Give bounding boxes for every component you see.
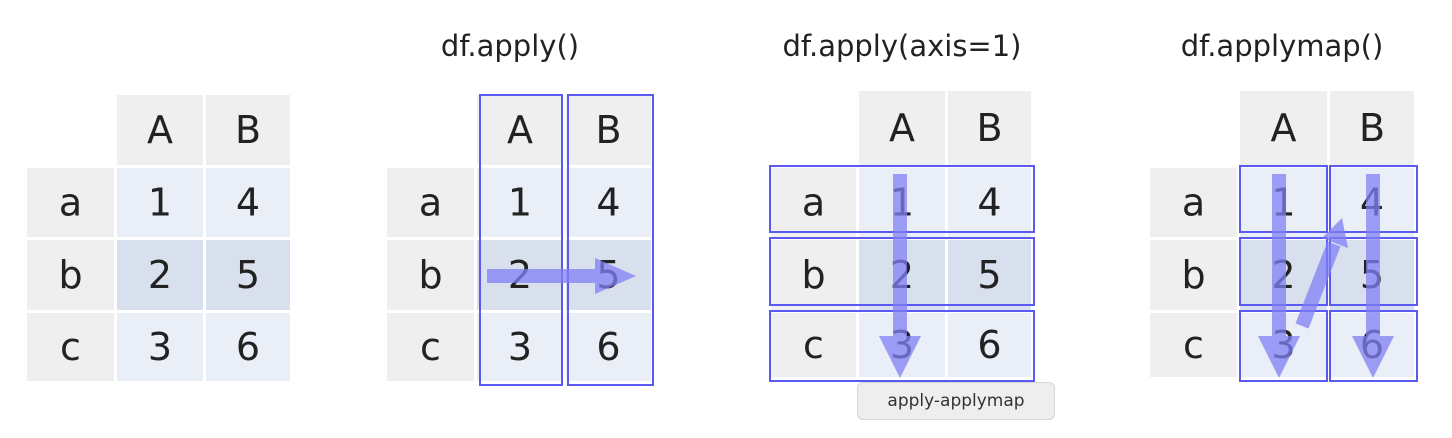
row-header: a [59,181,82,225]
cell-value: 2 [148,253,172,297]
row-header-cell [387,240,474,310]
column-header: B [1359,106,1385,150]
panel-title-apply-axis1: df.apply(axis=1) [782,29,1021,63]
column-header-cell [206,95,290,165]
column-header: A [1271,106,1297,150]
arrow-diagonal [1295,218,1348,329]
arrow-down-b [1352,174,1394,378]
row-header-cell [1150,168,1237,237]
row-header-cell [1150,240,1237,310]
column-header-cell [566,95,651,165]
row-header: a [1182,181,1205,225]
row-header: c [803,323,824,367]
row-header: c [420,325,441,369]
cell-value: 1 [508,181,532,225]
column-header-cell [1330,91,1414,165]
table-plain: A Ba 1 4 b 2 5 c 3 6 [27,95,290,381]
row-header-cell [27,240,114,310]
panel-title-applymap: df.applymap() [1181,29,1384,63]
row-header-cell [387,313,474,381]
row-header: b [58,253,82,297]
cell-value: 6 [236,325,260,369]
column-outline-a [479,94,563,386]
column-outline-b [567,94,654,386]
row-header: b [801,253,825,297]
column-header: B [976,106,1002,150]
row-header: a [419,181,442,225]
value-cell [566,168,651,237]
row-header: b [1181,253,1205,297]
arrow-down [879,174,921,378]
column-header: B [235,108,261,152]
row-header-cell [1150,313,1237,377]
column-header-cell [948,91,1031,165]
value-cell [117,240,203,310]
value-cell [117,313,203,381]
cell-value: 6 [596,325,620,369]
overlay-apply-axis1 [769,165,1035,382]
arrow-down-a [1258,174,1300,378]
column-header-cell [859,91,945,165]
row-header: c [1183,323,1204,367]
cell-value: 4 [596,181,620,225]
value-cell [206,240,290,310]
column-header-cell [1240,91,1327,165]
row-header-cell [27,168,114,237]
cell-value: 5 [236,253,260,297]
row-header-cell [771,313,856,377]
overlay-apply [479,94,654,386]
cell-value: 6 [977,323,1001,367]
value-cell [948,313,1031,377]
column-header: A [889,106,915,150]
value-cell [477,313,563,381]
value-cell [477,168,563,237]
panel-title-apply: df.apply() [441,29,579,63]
column-header: A [507,108,533,152]
column-header-cell [117,95,203,165]
row-header-cell [771,168,856,237]
row-header: c [60,325,81,369]
cell-value: 4 [977,181,1001,225]
cell-value: 3 [508,325,532,369]
row-header: b [418,253,442,297]
column-header: B [595,108,621,152]
row-header-cell [27,313,114,381]
column-header-cell [477,95,563,165]
value-cell [206,168,290,237]
cell-value: 5 [977,253,1001,297]
value-cell [206,313,290,381]
row-header-cell [771,240,856,310]
cell-value: 4 [236,181,260,225]
cell-value: 1 [148,181,172,225]
value-cell [566,313,651,381]
value-cell [948,168,1031,237]
row-header-cell [387,168,474,237]
overlay-applymap [1239,165,1418,382]
tooltip: apply-applymap [857,382,1055,420]
arrow-right [487,258,636,294]
cell-value: 3 [148,325,172,369]
column-header: A [147,108,173,152]
value-cell [948,240,1031,310]
value-cell [117,168,203,237]
row-header: a [802,181,825,225]
